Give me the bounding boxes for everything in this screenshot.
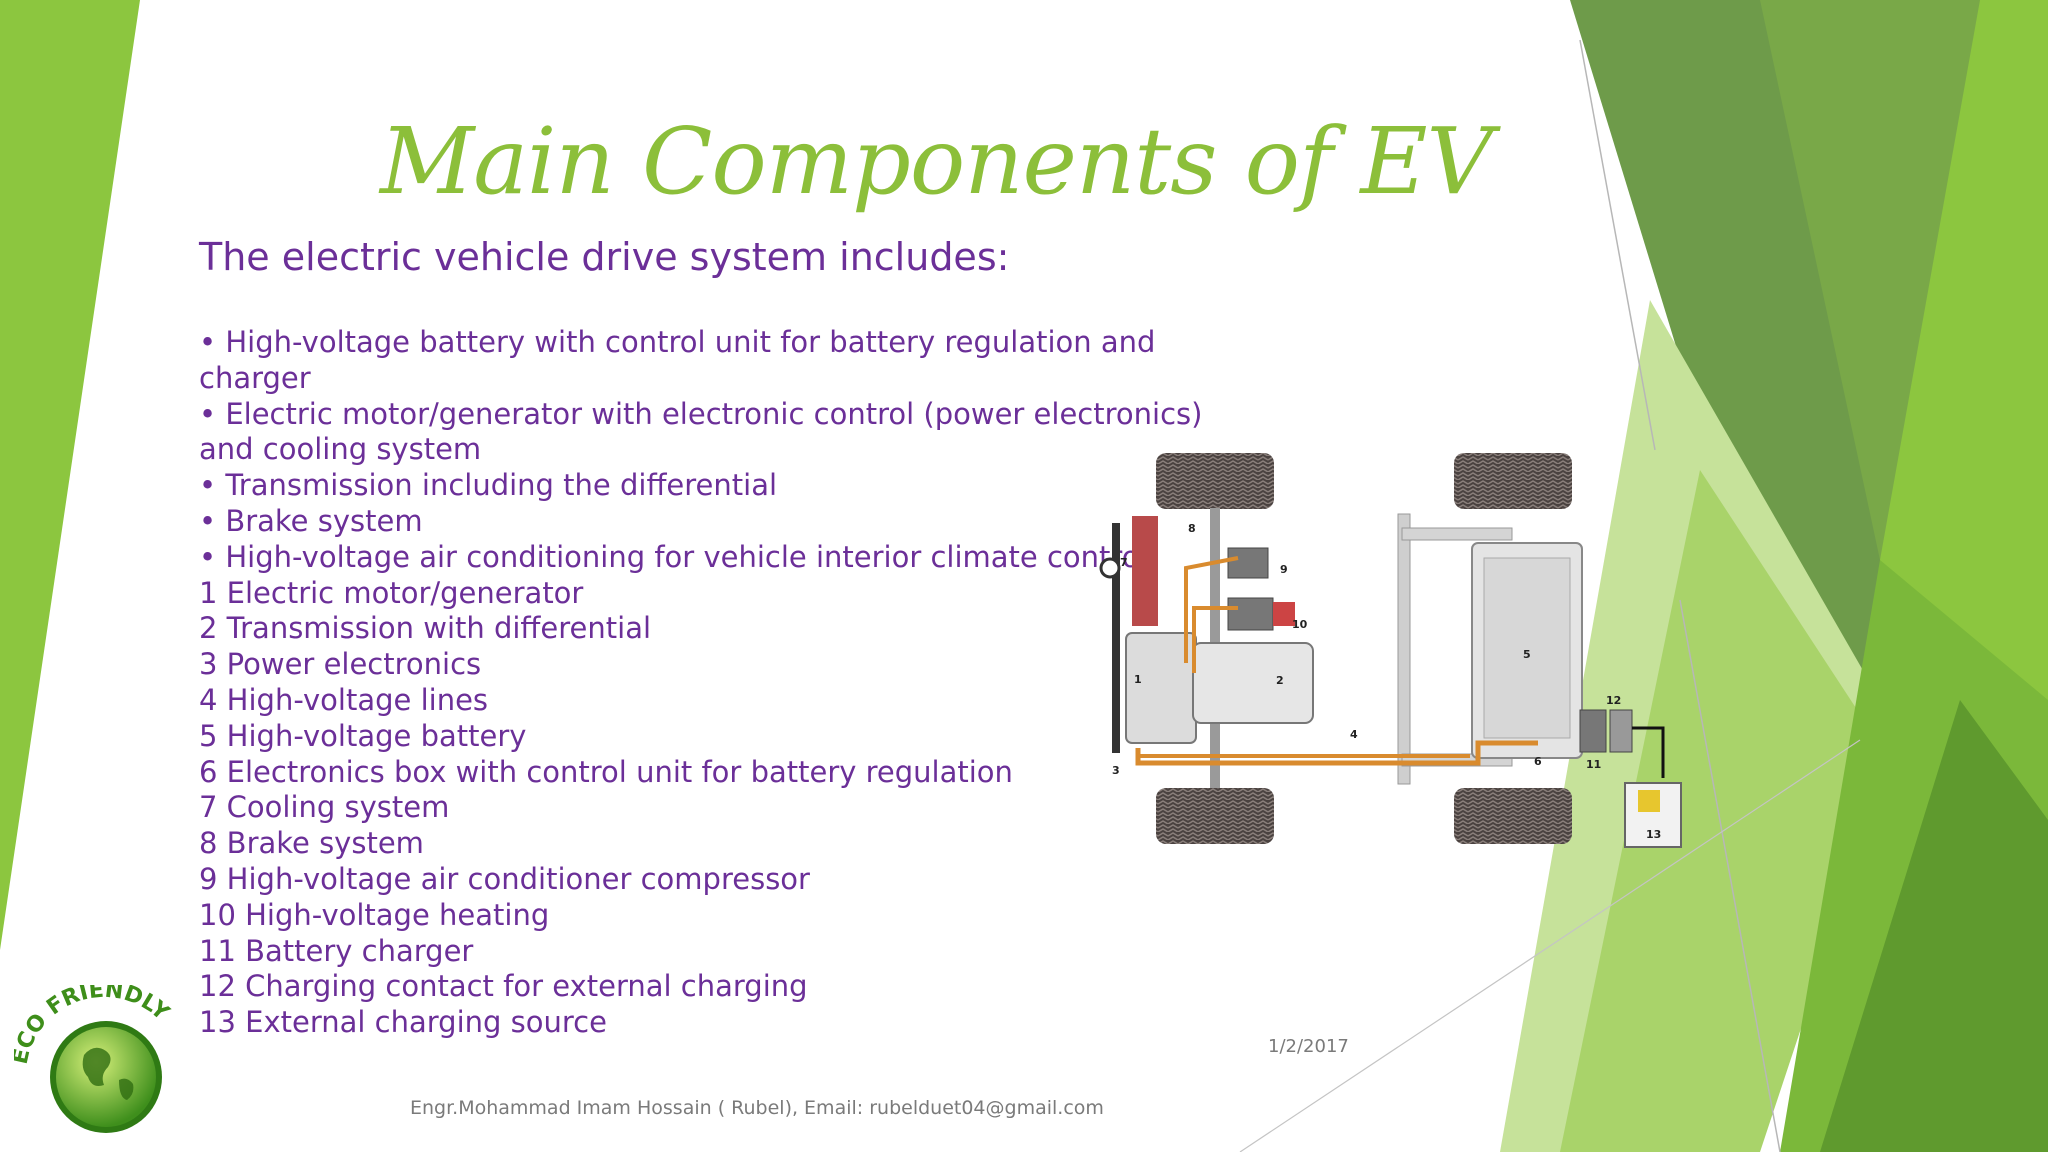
ac-compressor <box>1227 547 1269 579</box>
diagram-label: 1 <box>1134 673 1142 686</box>
list-item: 4 High-voltage lines <box>199 682 489 717</box>
diagram-label: 13 <box>1646 828 1661 841</box>
list-item: 2 Transmission with differential <box>199 611 652 646</box>
list-item: 9 High-voltage air conditioner compresso… <box>199 861 810 896</box>
slide-title: Main Components of EV <box>380 108 1493 215</box>
wheel-rear-right <box>1454 788 1572 844</box>
diagram-label: 4 <box>1350 728 1358 741</box>
list-item: 11 Battery charger <box>199 933 474 968</box>
diagram-label: 12 <box>1606 694 1621 707</box>
list-item: 8 Brake system <box>199 826 424 861</box>
diagram-label: 2 <box>1276 674 1284 687</box>
ev-drivetrain-diagram: 1 2 3 4 5 6 7 8 9 10 11 12 13 <box>1099 453 1682 848</box>
wheel-rear-left <box>1156 788 1274 844</box>
cooling-radiator <box>1132 516 1158 626</box>
list-item: 5 High-voltage battery <box>199 718 527 753</box>
charging-contact <box>1609 709 1633 753</box>
hv-lines <box>1135 740 1538 766</box>
list-item: • High-voltage air conditioning for vehi… <box>199 539 1148 574</box>
slide-subtitle: The electric vehicle drive system includ… <box>199 235 1010 279</box>
diagram-label: 8 <box>1188 522 1196 535</box>
list-item: • Transmission including the differentia… <box>199 468 778 503</box>
transmission <box>1192 642 1314 724</box>
diagram-label: 9 <box>1280 563 1288 576</box>
diagram-label: 10 <box>1292 618 1308 631</box>
list-item: • Brake system <box>199 503 423 538</box>
list-item: 6 Electronics box with control unit for … <box>199 754 1013 789</box>
list-item: 3 Power electronics <box>199 647 482 682</box>
hv-heater <box>1227 597 1274 631</box>
diagram-label: 5 <box>1523 648 1531 661</box>
wheel-front-left <box>1156 453 1274 509</box>
list-item: • Electric motor/generator with electron… <box>199 396 1203 431</box>
diagram-label: 7 <box>1120 556 1128 569</box>
battery-charger <box>1579 709 1607 753</box>
components-list: • High-voltage battery with control unit… <box>199 325 1203 1041</box>
diagram-label: 11 <box>1586 758 1601 771</box>
wheel-front-right <box>1454 453 1572 509</box>
list-item: 7 Cooling system <box>199 790 450 825</box>
list-item: 12 Charging contact for external chargin… <box>199 969 808 1004</box>
diagram-label: 6 <box>1534 755 1542 768</box>
slide-date: 1/2/2017 <box>1268 1036 1349 1057</box>
list-item: 13 External charging source <box>199 1005 607 1040</box>
list-item: charger <box>199 360 311 395</box>
list-item: and cooling system <box>199 432 482 467</box>
list-item: • High-voltage battery with control unit… <box>199 325 1156 359</box>
list-item: 10 High-voltage heating <box>199 897 550 932</box>
list-item: 1 Electric motor/generator <box>199 575 584 610</box>
slide-footer: Engr.Mohammad Imam Hossain ( Rubel), Ema… <box>410 1097 1104 1119</box>
diagram-label: 3 <box>1112 764 1120 777</box>
eco-friendly-logo: ECO FRIENDLY <box>14 985 174 1133</box>
